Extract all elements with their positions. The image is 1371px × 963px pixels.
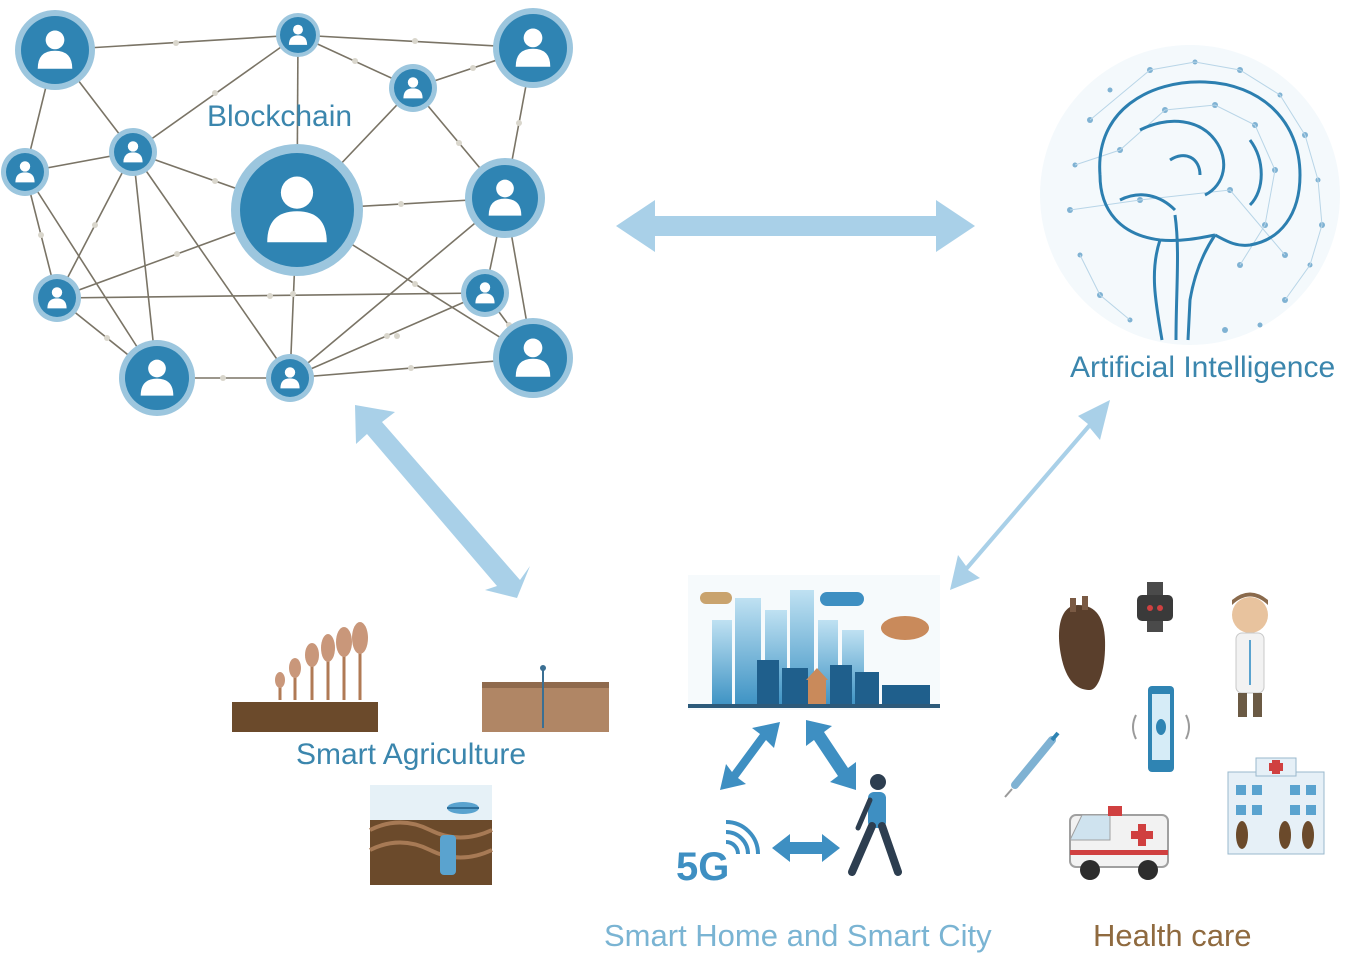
arrow-city-5g [720,722,780,790]
brain-outline [1098,80,1302,341]
network-nodes [1,8,573,416]
walking-person-icon [848,774,902,876]
blockchain-label: Blockchain [207,100,353,133]
arrow-city-person [806,720,856,790]
ambulance-icon [1069,806,1169,880]
health-care-label: Health care [1093,918,1252,953]
user-node-icon [1,148,49,196]
user-node-icon [461,269,509,317]
smart-city-illustration [688,575,940,710]
svg-text:5G: 5G [676,845,729,889]
arrow-blockchain-agriculture [355,405,530,598]
smartphone-icon [1132,686,1190,772]
arrow-5g-person [772,834,840,862]
network-edge-dots [38,38,522,381]
user-node-icon [119,340,195,416]
agriculture-crop-field-image [232,622,378,732]
user-node-icon [109,128,157,176]
user-node-icon [493,8,573,88]
heart-icon [1058,596,1106,690]
user-node-icon [493,318,573,398]
central-user-node-icon [231,144,363,276]
agriculture-irrigation-image [369,785,493,885]
brain-mesh [1069,61,1323,321]
user-node-icon [389,64,437,112]
five-g-icon: 5G [676,820,760,889]
smart-agriculture-label: Smart Agriculture [296,738,527,771]
smart-home-city-label: Smart Home and Smart City [604,918,992,953]
arrow-blockchain-ai [616,200,975,252]
user-node-icon [266,354,314,402]
user-node-icon [15,10,95,90]
doctor-icon [1232,592,1268,717]
arrow-ai-city [950,400,1110,590]
smartwatch-icon [1137,582,1173,632]
agriculture-soil-sensor-image [482,665,609,732]
user-node-icon [33,274,81,322]
hospital-icon [1227,757,1325,855]
ai-brain-illustration [1040,45,1340,345]
syringe-icon [1004,731,1060,798]
artificial-intelligence-label: Artificial Intelligence [1070,351,1336,384]
blockchain-network [1,8,573,416]
user-node-icon [465,158,545,238]
user-node-icon [276,13,320,57]
